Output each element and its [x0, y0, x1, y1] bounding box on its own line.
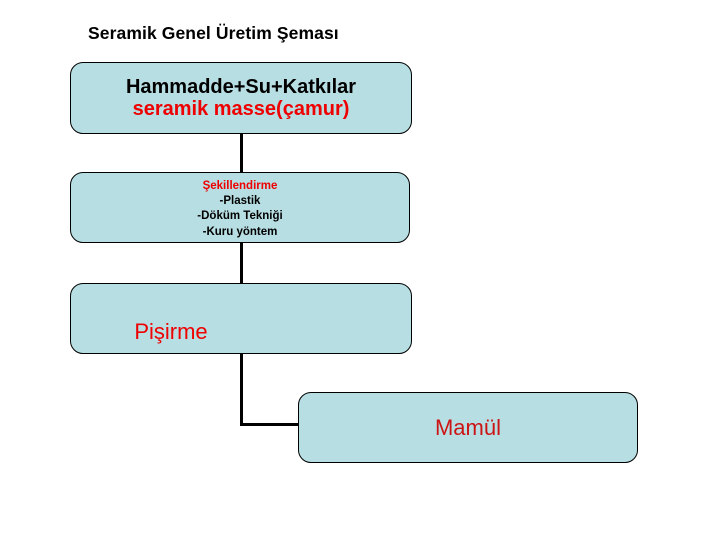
flow-node-sekillendirme-heading: Şekillendirme: [202, 180, 278, 192]
flow-node-sekillendirme[interactable]: Şekillendirme -Plastik -Döküm Tekniği -K…: [70, 172, 410, 243]
flow-node-pisirme-label: Pişirme: [134, 319, 208, 344]
page-title: Seramik Genel Üretim Şeması: [88, 23, 339, 43]
connector-hammadde-to-sekillendirme: [240, 133, 243, 173]
connector-pisirme-to-mamul-vertical: [240, 353, 243, 426]
flow-node-mamul-label: Mamül: [434, 414, 501, 440]
flow-node-sekillendirme-item-dokum-teknigi: -Döküm Tekniği: [197, 210, 283, 223]
flow-node-hammadde[interactable]: Hammadde+Su+Katkılar seramik masse(çamur…: [70, 62, 412, 134]
connector-pisirme-to-mamul-horizontal: [240, 423, 300, 426]
flow-node-sekillendirme-item-plastik: -Plastik: [219, 195, 261, 208]
flow-node-pisirme[interactable]: Pişirme: [70, 283, 412, 354]
flow-node-hammadde-line-main: Hammadde+Su+Katkılar: [125, 75, 357, 98]
connector-sekillendirme-to-pisirme: [240, 242, 243, 284]
flow-node-mamul[interactable]: Mamül: [298, 392, 638, 463]
flow-node-sekillendirme-item-kuru-yontem: -Kuru yöntem: [202, 225, 278, 238]
flow-node-hammadde-line-sub: seramik masse(çamur): [132, 98, 350, 120]
